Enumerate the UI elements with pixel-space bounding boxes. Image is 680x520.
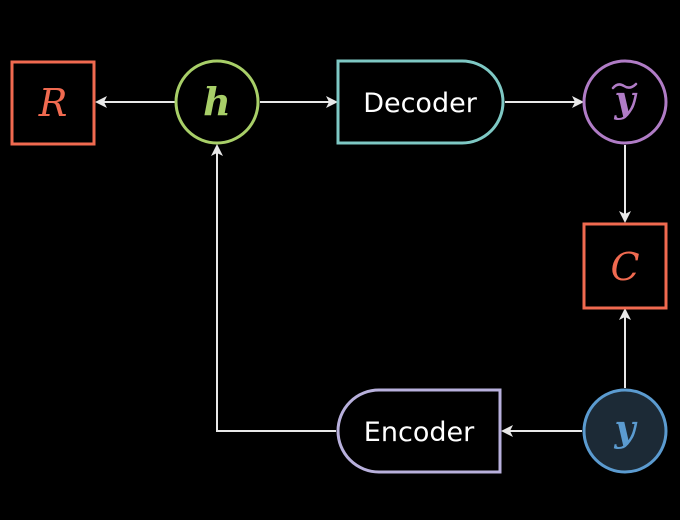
node-ytilde-circle: [582, 59, 668, 145]
node-c-box: [582, 222, 668, 310]
node-ytilde: y: [582, 59, 668, 145]
node-h-label: h: [203, 79, 231, 124]
edge-encoder-to-h: [211, 144, 336, 432]
node-y-label: y: [614, 408, 638, 450]
node-encoder-label: Encoder: [364, 417, 475, 448]
node-h: h: [174, 59, 260, 145]
tilde-accent: [611, 82, 638, 90]
node-r: R: [10, 60, 96, 146]
node-decoder: Decoder: [336, 59, 505, 145]
node-r-box: [10, 60, 96, 146]
node-decoder-label: Decoder: [363, 88, 478, 119]
node-y-circle: [582, 388, 668, 474]
edges: [95, 96, 631, 437]
node-encoder: Encoder: [336, 388, 502, 474]
node-c: C: [582, 222, 668, 310]
node-encoder-shape: [336, 388, 502, 474]
node-decoder-shape: [336, 59, 505, 145]
node-y: y: [582, 388, 668, 474]
node-c-label: C: [610, 245, 639, 289]
node-r-label: R: [38, 81, 68, 125]
node-h-circle: [174, 59, 260, 145]
